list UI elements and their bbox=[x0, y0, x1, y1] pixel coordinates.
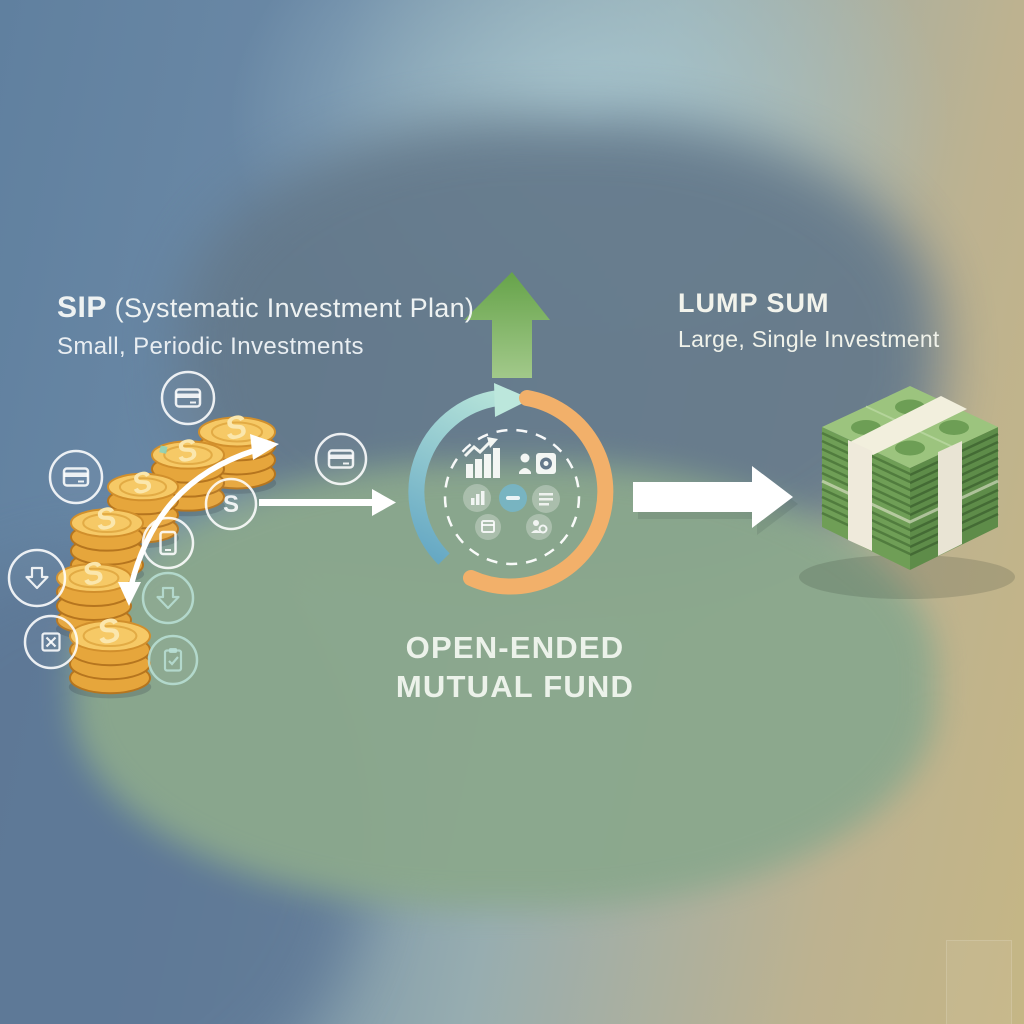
sip-title: SIP (Systematic Investment Plan) bbox=[57, 291, 474, 325]
fund-title-line1: OPEN-ENDED bbox=[405, 630, 625, 665]
fund-label-block: OPEN-ENDED MUTUAL FUND bbox=[305, 628, 725, 706]
calendar-bubble-icon bbox=[475, 514, 501, 540]
investor-account-icon bbox=[519, 453, 556, 474]
sip-label-block: SIP (Systematic Investment Plan) Small, … bbox=[57, 291, 474, 361]
fund-to-cash-arrow bbox=[633, 466, 798, 535]
sip-title-bold: SIP bbox=[57, 291, 107, 324]
list-bubble-icon bbox=[532, 485, 560, 513]
svg-text:S: S bbox=[223, 491, 239, 518]
lump-sum-subtitle: Large, Single Investment bbox=[678, 326, 940, 352]
fund-title-line2: MUTUAL FUND bbox=[395, 669, 635, 704]
person-search-bubble-icon bbox=[526, 514, 552, 540]
ring-arrowhead bbox=[494, 383, 531, 417]
payment-scatter-icons: S bbox=[7, 370, 368, 686]
lump-sum-title: LUMP SUM bbox=[678, 288, 830, 318]
credit-card-icon bbox=[160, 370, 216, 426]
arrow-down-icon bbox=[7, 548, 67, 608]
growth-chart-icon bbox=[463, 437, 500, 478]
bar-chart-bubble-icon bbox=[463, 484, 491, 512]
dollar-icon: S bbox=[204, 477, 258, 531]
ring-teal-arc bbox=[408, 390, 500, 565]
arrow-down-icon bbox=[141, 571, 195, 625]
lump-sum-label-block: LUMP SUM Large, Single Investment bbox=[678, 288, 940, 353]
sip-subtitle: Small, Periodic Investments bbox=[57, 333, 364, 360]
credit-card-icon bbox=[48, 449, 104, 505]
cash-straps bbox=[848, 396, 967, 556]
sip-flow-curved-arrow bbox=[118, 434, 279, 606]
sip-to-fund-arrow bbox=[259, 489, 396, 516]
coin-stack: S bbox=[150, 433, 226, 517]
nav-bubble-icon bbox=[499, 484, 527, 512]
dashed-inner-circle bbox=[443, 428, 581, 566]
cash-stack bbox=[799, 386, 1015, 599]
fund-cycle-ring bbox=[408, 383, 614, 595]
x-box-icon bbox=[23, 614, 79, 670]
decorative-dot bbox=[159, 445, 168, 454]
smartphone-icon bbox=[141, 516, 195, 570]
fund-asset-bubbles bbox=[463, 484, 560, 540]
sip-title-rest: (Systematic Investment Plan) bbox=[106, 293, 475, 323]
ring-orange-arc bbox=[463, 390, 614, 595]
clipboard-check-icon bbox=[147, 634, 199, 686]
growth-up-arrow bbox=[464, 272, 550, 378]
credit-card-icon bbox=[314, 432, 368, 486]
